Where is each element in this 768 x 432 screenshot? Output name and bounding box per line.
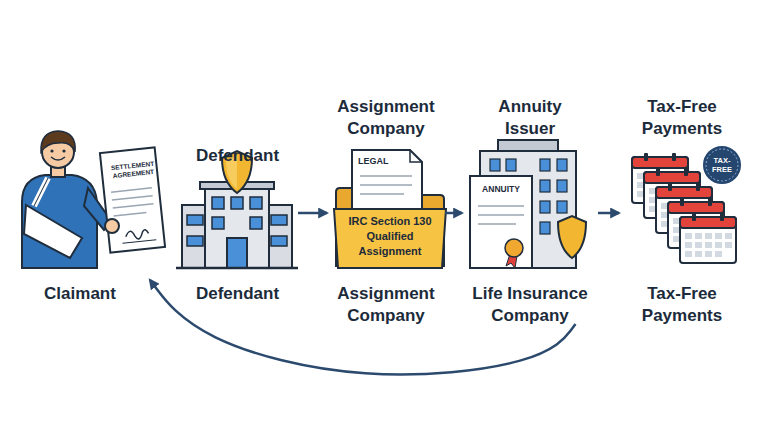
legal-folder-part <box>360 175 412 177</box>
calendar-stack <box>632 145 742 263</box>
claimant-figure-part <box>34 178 48 206</box>
defendant-building-part <box>227 238 247 268</box>
column-label: Assignment Company <box>331 283 441 327</box>
calendar-stack-part <box>702 145 742 185</box>
flow-column: Annuity IssuerLife Insurance Company <box>465 96 595 326</box>
legal-folder-part <box>360 184 412 186</box>
insurer-building-part <box>540 201 550 213</box>
calendar-stack-part <box>706 149 738 181</box>
legal-folder <box>334 150 446 268</box>
flow-arrow <box>298 212 327 215</box>
defendant-building-part <box>250 217 262 229</box>
claimant-figure-part-part <box>114 213 147 216</box>
illustration-text: ANNUITY <box>472 184 530 194</box>
claimant-figure-part <box>34 178 48 206</box>
illustration-text: SETTLEMENT AGREEMENT <box>106 159 159 180</box>
return-arrow <box>150 280 576 375</box>
insurer-building-part <box>540 222 550 234</box>
insurer-building-part <box>557 201 567 213</box>
claimant-figure-part-part <box>122 240 156 244</box>
claimant-figure-part <box>41 131 75 152</box>
flow-column: DefendantDefendant <box>180 96 295 326</box>
defendant-building-part <box>205 188 269 268</box>
claimant-figure-part <box>100 147 165 252</box>
claimant-figure-part <box>51 157 65 160</box>
claimant-figure-part <box>105 219 119 233</box>
defendant-building-part <box>271 236 287 246</box>
defendant-building <box>176 151 298 268</box>
insurer-building-part <box>540 180 550 192</box>
legal-folder-part <box>360 193 404 195</box>
calendar-stack-part <box>680 213 736 263</box>
defendant-building-part <box>187 215 203 225</box>
defendant-building-part <box>176 267 298 270</box>
flow-arrow <box>598 212 619 215</box>
column-heading: Annuity Issuer <box>480 96 580 140</box>
claimant-figure-part-part <box>112 196 153 200</box>
insurer-building-part <box>540 159 550 171</box>
defendant-building-part <box>250 197 262 209</box>
defendant-building-part <box>231 197 243 209</box>
flow-column: Claimant <box>10 96 150 326</box>
insurer-building-part <box>478 205 524 207</box>
column-label: Claimant <box>15 283 145 305</box>
insurer-building <box>470 140 586 268</box>
legal-folder-part <box>410 150 422 162</box>
insurer-building-part <box>557 180 567 192</box>
defendant-building-part <box>271 215 287 225</box>
column-heading: Assignment Company <box>331 96 441 140</box>
insurer-building-part <box>490 159 500 171</box>
defendant-building-part <box>212 197 224 209</box>
legal-folder-part <box>334 209 446 268</box>
illustration-text: LEGAL <box>358 156 402 167</box>
flow-arrow <box>445 212 462 215</box>
insurer-building-part <box>506 159 516 171</box>
defendant-building-part <box>212 217 224 229</box>
claimant-figure-part <box>22 175 97 268</box>
column-label: Defendant <box>183 283 293 305</box>
illustration-text: TAX-FREE <box>708 156 736 174</box>
claimant-figure-part-part <box>100 147 165 252</box>
column-heading: Defendant <box>183 145 293 167</box>
insurer-building-part <box>505 239 523 257</box>
claimant-figure-part-part <box>111 188 152 192</box>
insurer-building-part <box>557 159 567 171</box>
illustration-text: IRC Section 130 Qualified Assignment <box>338 214 442 259</box>
insurer-building-part <box>478 214 524 216</box>
claimant-figure-part <box>62 149 65 152</box>
claimant-figure <box>22 131 165 268</box>
column-label: Tax-Free Payments <box>627 283 737 327</box>
claimant-figure-part <box>50 149 53 152</box>
flow-column: Assignment CompanyAssignment Company <box>330 96 442 326</box>
flow-column: Tax-Free PaymentsTax-Free Payments <box>622 96 742 326</box>
claimant-figure-part <box>24 205 82 258</box>
claimant-figure-part-part <box>113 204 154 208</box>
column-label: Life Insurance Company <box>465 283 595 327</box>
defendant-building-part <box>187 236 203 246</box>
insurer-building-part <box>478 223 516 225</box>
column-heading: Tax-Free Payments <box>627 96 737 140</box>
insurer-building-part <box>470 176 532 268</box>
insurer-building-part <box>558 216 586 258</box>
claimant-figure-part-part <box>125 229 149 240</box>
